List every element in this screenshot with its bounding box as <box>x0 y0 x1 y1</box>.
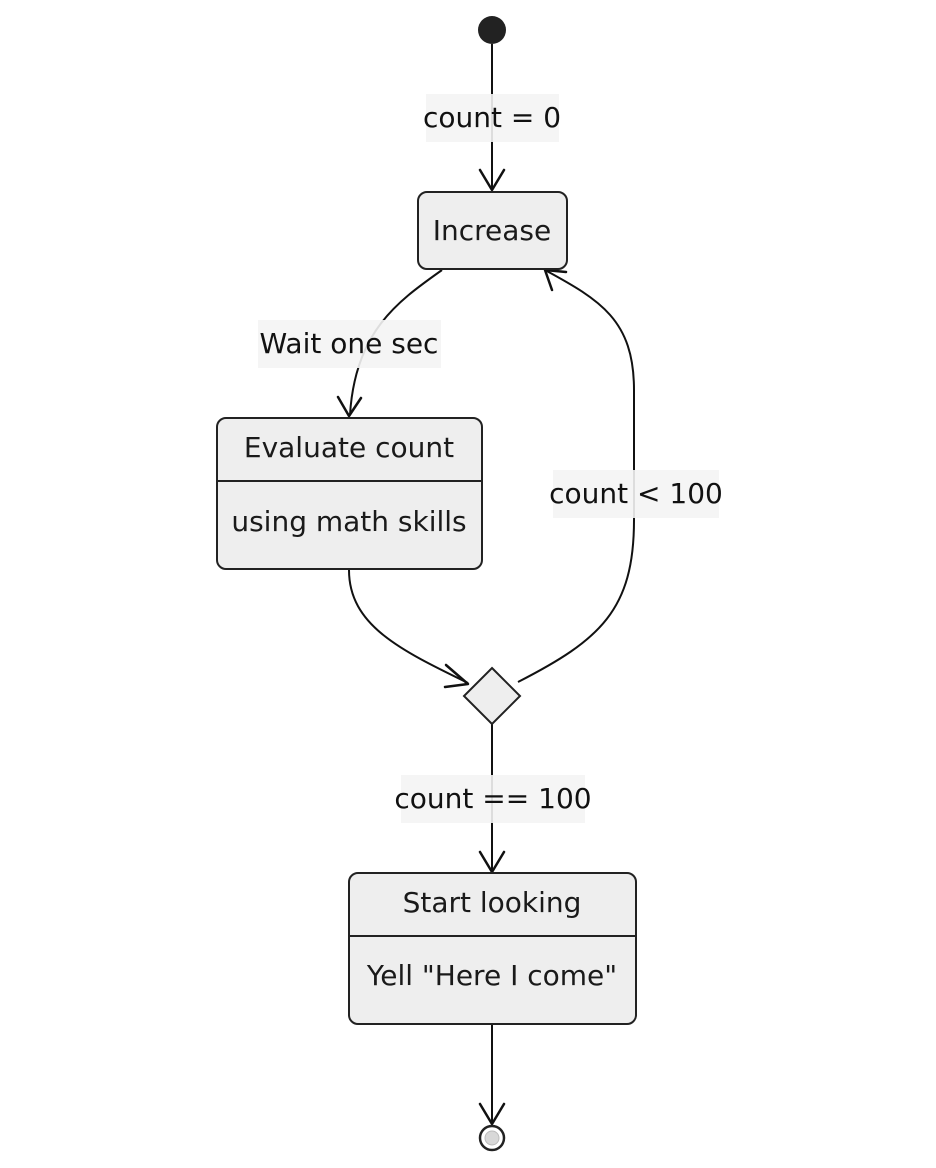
arrowhead-evaluate <box>336 395 363 418</box>
arrowhead-choice <box>443 663 470 689</box>
edge-label-wait-one-sec: Wait one sec <box>258 320 441 368</box>
edge-label-count-eq-100-text: count == 100 <box>394 782 591 815</box>
state-increase: Increase <box>417 191 568 270</box>
edge-label-count-0: count = 0 <box>423 94 561 142</box>
state-evaluate-count: Evaluate count using math skills <box>216 417 483 570</box>
arrowhead-end <box>478 1102 506 1126</box>
state-evaluate-title: Evaluate count <box>244 431 454 464</box>
state-increase-title: Increase <box>433 214 552 247</box>
edge-label-count-eq-100: count == 100 <box>394 775 592 823</box>
edge-label-wait-one-sec-text: Wait one sec <box>260 327 439 360</box>
edge-evaluate-to-choice <box>348 569 470 689</box>
arrowhead-increase <box>478 168 506 192</box>
state-start-looking: Start looking Yell "Here I come" <box>348 872 637 1025</box>
edge-label-count-0-text: count = 0 <box>423 101 561 134</box>
final-state <box>478 1124 506 1152</box>
edge-label-count-lt-100-text: count < 100 <box>549 477 723 510</box>
state-start-looking-description: Yell "Here I come" <box>366 959 617 992</box>
state-evaluate-description: using math skills <box>231 505 466 538</box>
initial-state <box>478 16 506 44</box>
state-start-looking-title: Start looking <box>403 886 582 919</box>
edge-start-looking-to-end <box>478 1024 506 1126</box>
choice-node <box>462 666 522 726</box>
edge-label-count-lt-100: count < 100 <box>549 470 723 518</box>
